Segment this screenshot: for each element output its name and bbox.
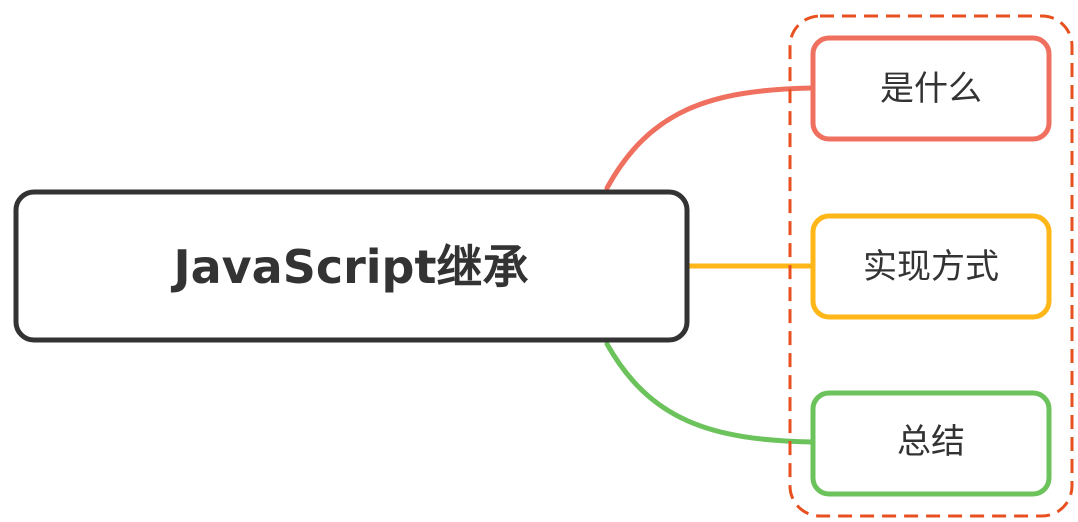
children-group-frame [788, 14, 1074, 518]
root-node-label: JavaScript继承 [171, 240, 529, 294]
connector-what-is [604, 85, 815, 191]
child-node-implementation-box [810, 213, 1052, 320]
child-node-what-is[interactable]: 是什么 [810, 35, 1052, 142]
child-node-summary[interactable]: 总结 [810, 390, 1052, 497]
child-node-summary-box [810, 390, 1052, 497]
connector-summary [604, 341, 815, 445]
root-node-box [13, 189, 690, 343]
root-node[interactable]: JavaScript继承 [13, 189, 690, 343]
child-node-what-is-label: 是什么 [880, 69, 982, 109]
child-node-implementation-label: 实现方式 [863, 247, 999, 287]
child-node-what-is-box [810, 35, 1052, 142]
child-node-summary-label: 总结 [897, 422, 965, 462]
child-node-implementation[interactable]: 实现方式 [810, 213, 1052, 320]
